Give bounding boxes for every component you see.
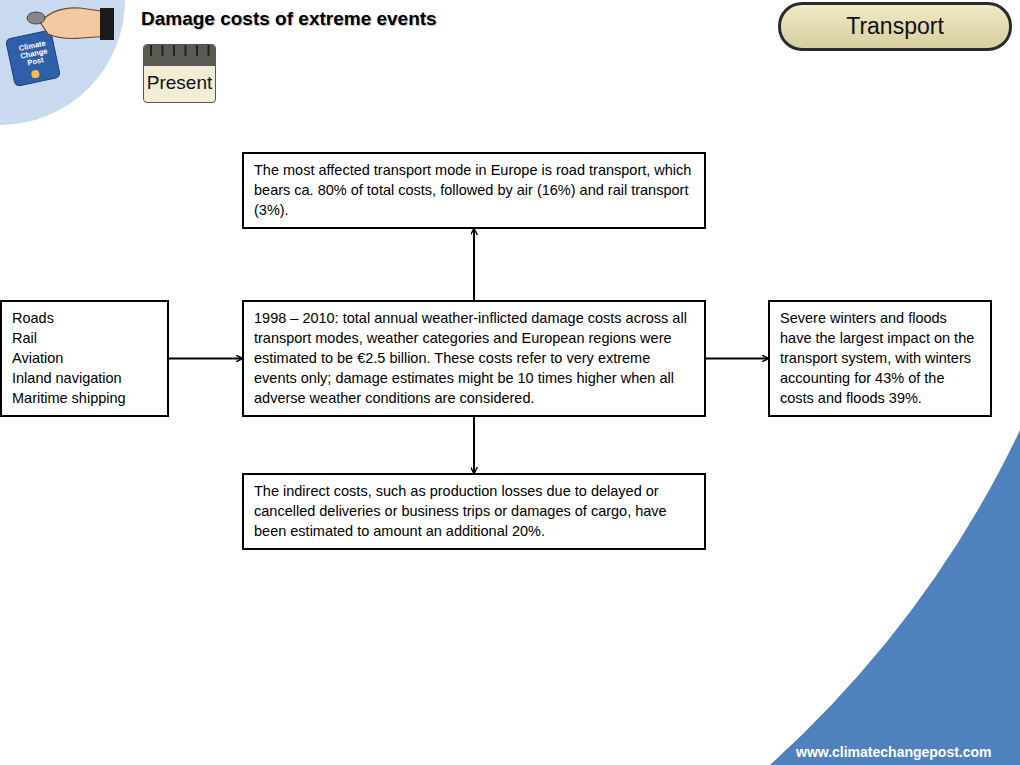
process-box: 1998 – 2010: total annual weather-inflic… (242, 300, 706, 417)
node-text: 1998 – 2010: total annual weather-inflic… (254, 308, 694, 408)
input-list-box: RoadsRailAviationInland navigationMariti… (0, 300, 169, 417)
node-text: Present (146, 72, 213, 94)
corner-quarter-circle (0, 0, 125, 125)
corner-wave (770, 430, 1020, 765)
arrow-connector (706, 358, 768, 360)
page-title: Damage costs of extreme events (141, 8, 437, 30)
node-text: Maritime shipping (12, 388, 157, 408)
node-text: The most affected transport mode in Euro… (254, 160, 694, 220)
arrow-connector (473, 229, 475, 300)
calendar-band (143, 44, 216, 68)
node-text: Aviation (12, 348, 157, 368)
process-box: The indirect costs, such as production l… (242, 473, 706, 550)
node-text: The indirect costs, such as production l… (254, 481, 694, 541)
node-text: Rail (12, 328, 157, 348)
website-url: www.climatechangepost.com (796, 744, 992, 760)
topic-pill: Transport (778, 2, 1012, 51)
calendar-icon: Present (143, 44, 216, 103)
node-text: Transport (787, 13, 1003, 40)
arrow-connector (473, 417, 475, 473)
hand-icon (27, 8, 114, 40)
process-box: Severe winters and floods have the large… (768, 300, 992, 417)
node-text: Roads (12, 308, 157, 328)
logo-badge (6, 30, 61, 87)
node-text: Inland navigation (12, 368, 157, 388)
node-text: Severe winters and floods have the large… (780, 308, 980, 408)
process-box: The most affected transport mode in Euro… (242, 152, 706, 229)
arrow-connector (169, 358, 242, 360)
